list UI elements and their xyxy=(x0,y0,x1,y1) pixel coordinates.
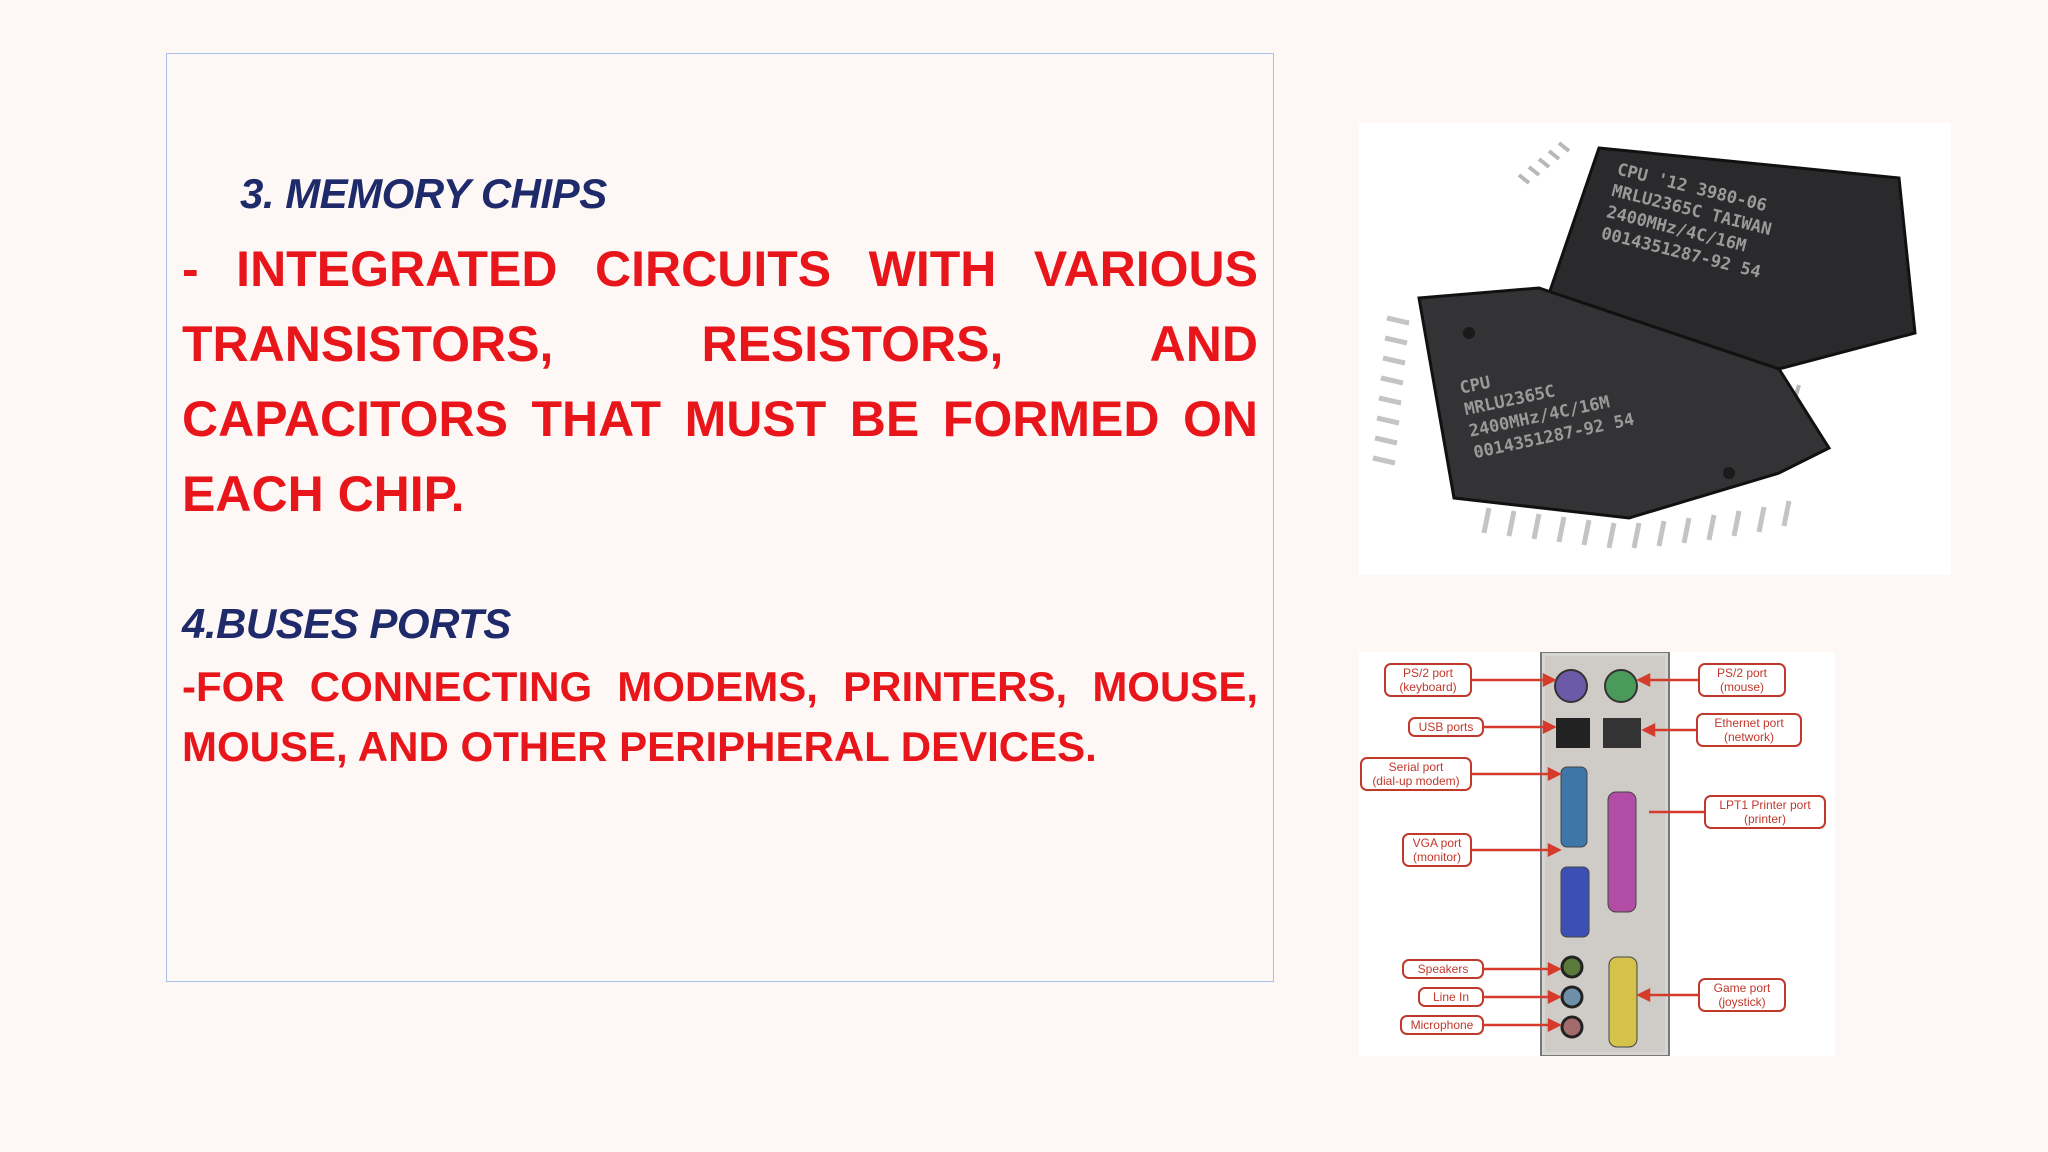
svg-text:(dial-up modem): (dial-up modem) xyxy=(1372,774,1459,788)
svg-text:PS/2 port: PS/2 port xyxy=(1717,666,1768,680)
svg-text:(monitor): (monitor) xyxy=(1413,850,1461,864)
svg-text:(joystick): (joystick) xyxy=(1718,995,1765,1009)
svg-text:Serial port: Serial port xyxy=(1389,760,1444,774)
svg-text:(printer): (printer) xyxy=(1744,812,1786,826)
svg-text:(network): (network) xyxy=(1724,730,1774,744)
text-box-frame xyxy=(166,53,1274,982)
buses-ports-description: -FOR CONNECTING MODEMS, PRINTERS, MOUSE,… xyxy=(182,663,1258,770)
svg-text:Line In: Line In xyxy=(1433,990,1469,1004)
svg-text:VGA port: VGA port xyxy=(1413,836,1462,850)
svg-text:LPT1 Printer port: LPT1 Printer port xyxy=(1719,798,1811,812)
svg-text:(keyboard): (keyboard) xyxy=(1399,680,1456,694)
memory-chips-description: - INTEGRATED CIRCUITS WITH VARIOUS TRANS… xyxy=(182,241,1258,522)
svg-text:(mouse): (mouse) xyxy=(1720,680,1764,694)
svg-text:USB ports: USB ports xyxy=(1419,720,1474,734)
memory-chip-image: CPU '12 3980-06 MRLU2365C TAIWAN 2400MHz… xyxy=(1359,123,1951,575)
svg-text:Speakers: Speakers xyxy=(1418,962,1469,976)
computer-ports-diagram: PS/2 port (keyboard) USB ports Serial po… xyxy=(1359,651,1835,1057)
svg-text:Microphone: Microphone xyxy=(1411,1018,1474,1032)
svg-text:PS/2 port: PS/2 port xyxy=(1403,666,1454,680)
memory-chips-heading: 3. MEMORY CHIPS xyxy=(240,170,607,217)
svg-text:Game port: Game port xyxy=(1714,981,1771,995)
buses-ports-heading: 4.BUSES PORTS xyxy=(182,600,511,647)
svg-text:Ethernet port: Ethernet port xyxy=(1714,716,1784,730)
